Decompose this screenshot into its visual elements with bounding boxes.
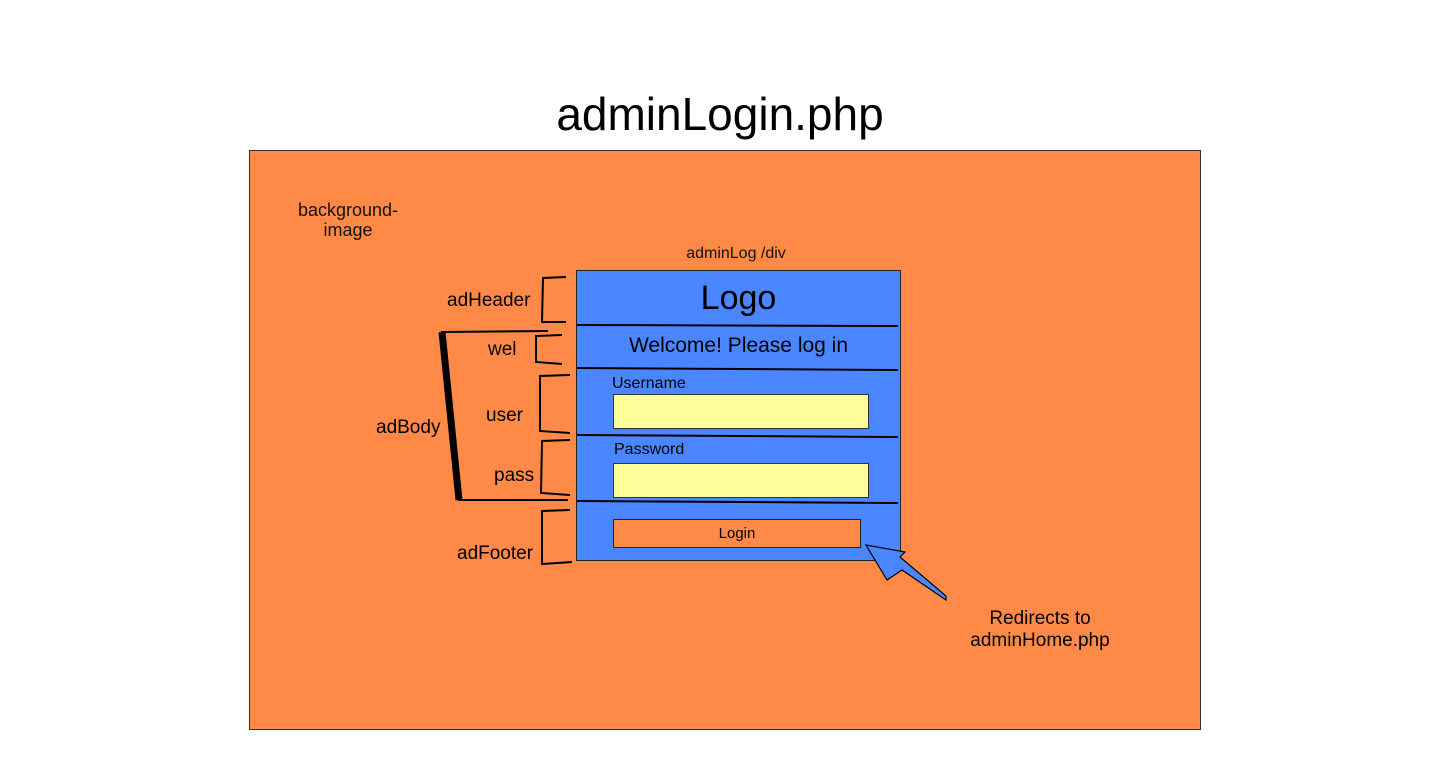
adheader-label: adHeader	[447, 290, 531, 311]
adbody-label: adBody	[376, 417, 441, 438]
user-label: user	[486, 405, 523, 426]
adfooter-bracket	[541, 509, 573, 566]
login-button[interactable]: Login	[613, 519, 861, 548]
wel-label: wel	[488, 339, 517, 360]
header-divider	[576, 324, 899, 327]
welcome-divider	[576, 367, 899, 371]
admin-log-div-label: adminLog /div	[686, 245, 786, 262]
user-bracket	[539, 374, 571, 434]
pass-label: pass	[494, 465, 535, 486]
pass-divider	[576, 500, 899, 504]
adheader-bracket	[540, 276, 567, 323]
password-input[interactable]	[613, 463, 869, 498]
password-label: Password	[614, 441, 685, 458]
username-label: Username	[612, 375, 686, 392]
adfooter-label: adFooter	[457, 543, 534, 564]
username-input[interactable]	[613, 394, 869, 429]
page-title: adminLogin.php	[556, 88, 884, 140]
logo: Logo	[700, 279, 777, 317]
redirect-note: Redirects to adminHome.php	[970, 608, 1110, 651]
user-divider	[576, 434, 899, 438]
background-image-label: background- image	[297, 200, 399, 240]
adbody-bracket-bar	[438, 331, 463, 501]
wel-bracket	[535, 334, 563, 365]
welcome-message: Welcome! Please log in	[628, 334, 849, 357]
redirect-arrow	[864, 544, 947, 602]
pass-bracket	[539, 439, 571, 496]
